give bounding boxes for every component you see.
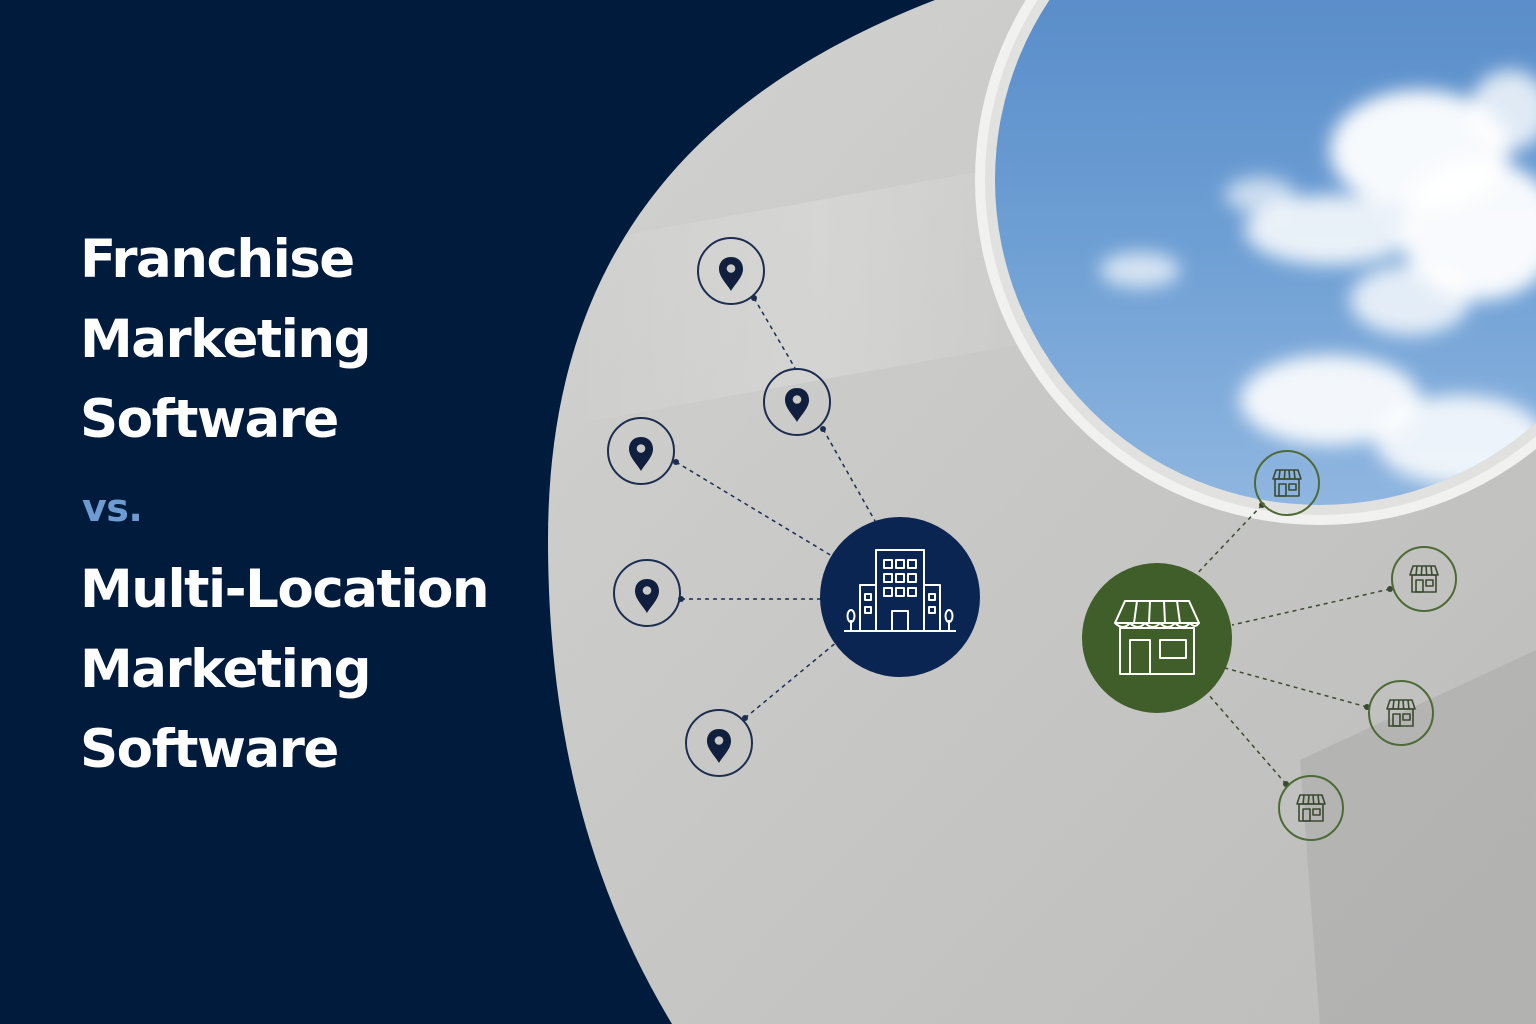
- storefront-icon: [1272, 469, 1302, 497]
- headline-line: Multi-Location: [80, 559, 490, 620]
- sky-opening: [975, 0, 1536, 525]
- headline-line: Software: [80, 719, 339, 780]
- franchise-connectors: [675, 297, 876, 719]
- storefront-icon: [1296, 794, 1326, 822]
- location-node: [697, 237, 765, 305]
- storefront-icon: [1114, 600, 1200, 675]
- headline-line: Franchise: [80, 229, 355, 290]
- location-node: [607, 417, 675, 485]
- location-pin-icon: [629, 437, 653, 471]
- headline-line: Software: [80, 389, 339, 450]
- location-node: [613, 559, 681, 627]
- versus-label: vs.: [82, 486, 143, 530]
- store-node: [1391, 546, 1457, 612]
- headline-line: Marketing: [80, 309, 372, 370]
- franchise-hub: [820, 517, 980, 677]
- store-node: [1368, 680, 1434, 746]
- headline-franchise: Franchise Marketing Software: [80, 220, 372, 460]
- headline-line: Marketing: [80, 639, 372, 700]
- store-node: [1254, 450, 1320, 516]
- storefront-icon: [1386, 699, 1416, 727]
- location-pin-icon: [785, 388, 809, 422]
- location-pin-icon: [719, 257, 743, 291]
- multi-location-connectors: [1192, 504, 1391, 785]
- location-node: [763, 368, 831, 436]
- location-pin-icon: [635, 579, 659, 613]
- headline-multi-location: Multi-Location Marketing Software: [80, 550, 490, 790]
- storefront-icon: [1409, 565, 1439, 593]
- location-node: [685, 709, 753, 777]
- store-node: [1278, 775, 1344, 841]
- multi-location-hub: [1082, 563, 1232, 713]
- location-pin-icon: [707, 729, 731, 763]
- office-building-icon: [844, 549, 956, 632]
